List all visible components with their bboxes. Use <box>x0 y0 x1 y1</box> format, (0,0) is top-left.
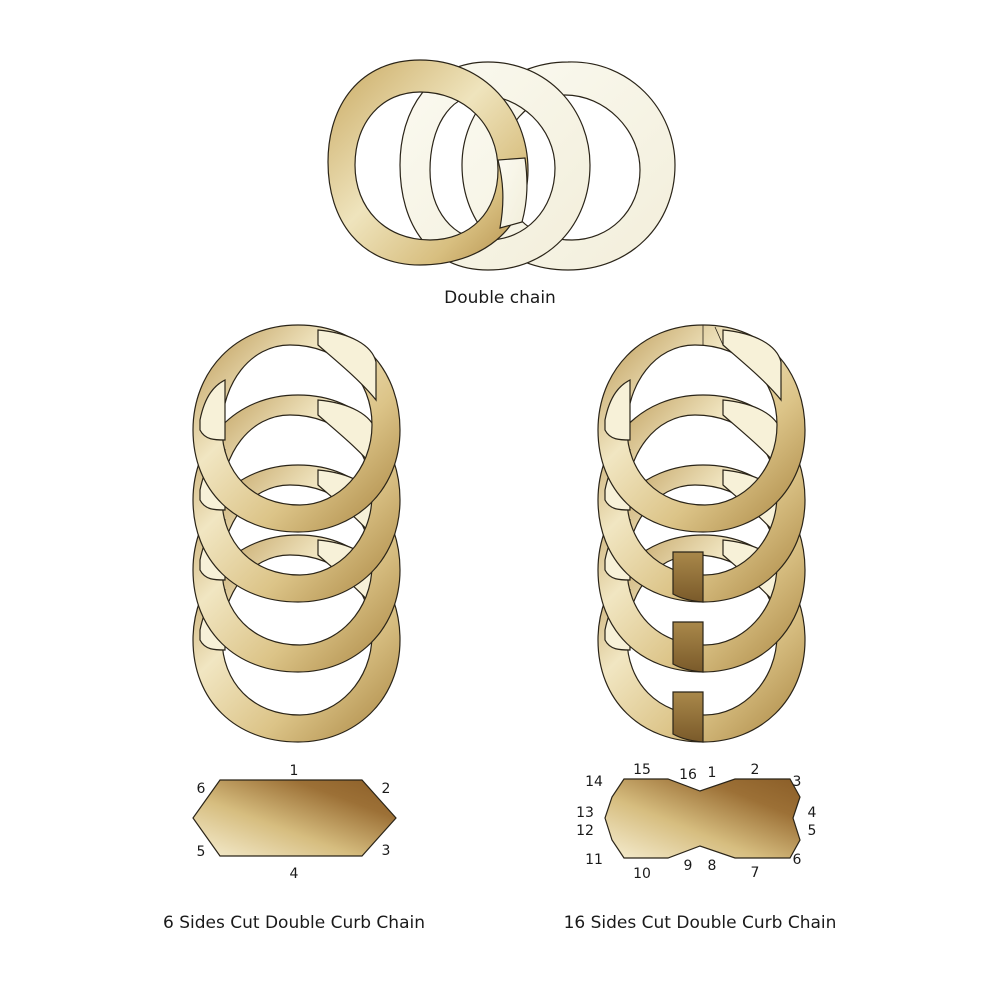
sixteen-side-label: 3 <box>793 774 802 790</box>
sixteen-side-link <box>597 324 806 533</box>
sixteen-side-label: 7 <box>751 865 760 881</box>
sixteen-side-label: 9 <box>684 858 693 874</box>
six-side-link <box>192 324 401 533</box>
sixteen-side-label: 13 <box>576 805 594 821</box>
six-side-label: 1 <box>290 763 299 779</box>
sixteen-side-label: 10 <box>633 866 651 882</box>
caption-sixteen-side: 16 Sides Cut Double Curb Chain <box>564 913 837 933</box>
sixteen-side-label: 4 <box>808 805 817 821</box>
caption-six-side: 6 Sides Cut Double Curb Chain <box>163 913 425 933</box>
sixteen-side-cross-section: 1 2 3 4 5 6 7 8 9 10 11 12 13 14 15 16 <box>576 762 816 882</box>
double-chain-illustration <box>327 59 676 271</box>
caption-double-chain: Double chain <box>444 288 556 308</box>
sixteen-side-label: 6 <box>793 852 802 868</box>
sixteen-side-label: 15 <box>633 762 651 778</box>
sixteen-side-label: 8 <box>708 858 717 874</box>
sixteen-side-label: 11 <box>585 852 603 868</box>
six-side-chain-illustration <box>192 324 401 743</box>
sixteen-side-label: 2 <box>751 762 760 778</box>
six-side-label: 5 <box>197 844 206 860</box>
double-chain-interlock <box>497 157 528 229</box>
six-side-cross-section: 1 2 3 4 5 6 <box>192 763 397 882</box>
six-side-label: 4 <box>290 866 299 882</box>
sixteen-side-label: 16 <box>679 767 697 783</box>
sixteen-side-label: 1 <box>708 765 717 781</box>
six-side-label: 3 <box>382 843 391 859</box>
six-side-label: 2 <box>382 781 391 797</box>
sixteen-side-label: 5 <box>808 823 817 839</box>
sixteen-side-label: 12 <box>576 823 594 839</box>
sixteen-side-label: 14 <box>585 774 603 790</box>
sixteen-side-chain-illustration <box>597 324 806 743</box>
double-chain-ring-front <box>327 59 529 266</box>
six-side-label: 6 <box>197 781 206 797</box>
